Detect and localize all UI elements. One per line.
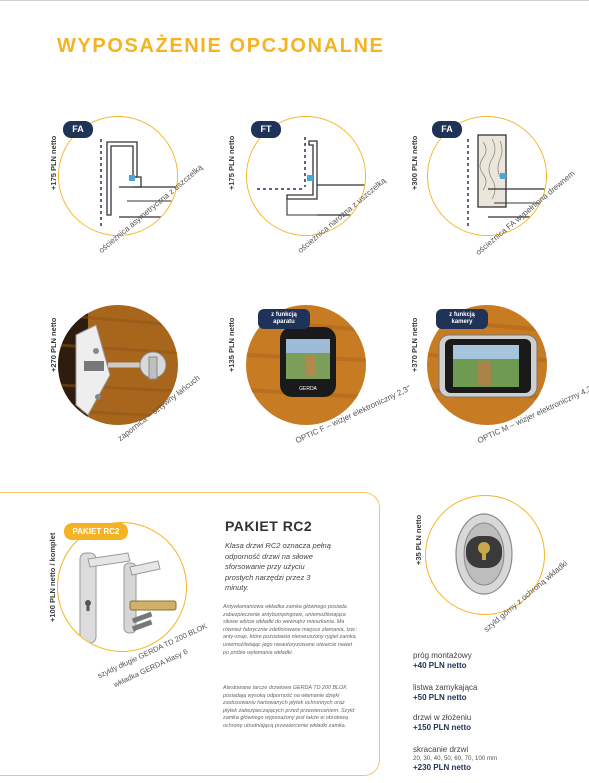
- feature-tag: z funkcją kamery: [436, 309, 488, 329]
- price-label: +175 PLN netto: [227, 135, 236, 190]
- price-label: +135 PLN netto: [227, 317, 236, 372]
- option-label: próg montażowy: [413, 651, 472, 660]
- brand-logo: GERDA: [299, 386, 317, 392]
- option-price: +40 PLN netto: [413, 661, 467, 670]
- door-chain-photo: [58, 305, 178, 425]
- rc2-badge: PAKIET RC2: [64, 523, 128, 540]
- lock-guard-photo: [425, 495, 545, 615]
- price-label: +35 PLN netto: [414, 514, 423, 565]
- option-closing-strip: listwa zamykająca +50 PLN netto: [413, 683, 477, 702]
- option-assembled-door: drzwi w złożeniu +150 PLN netto: [413, 713, 471, 732]
- rc2-intro: Klasa drzwi RC2 oznacza pełną odporność …: [225, 541, 331, 592]
- rc2-panel: [0, 492, 380, 776]
- price-label: +370 PLN netto: [410, 317, 419, 372]
- option-price: +230 PLN netto: [413, 763, 472, 772]
- option-threshold: próg montażowy +40 PLN netto: [413, 651, 472, 670]
- option-label: listwa zamykająca: [413, 683, 478, 692]
- price-label: +175 PLN netto: [49, 135, 58, 190]
- price-label: +270 PLN netto: [49, 317, 58, 372]
- rc2-paragraph-2: Atestowane tarcze drzwiowe GERDA TD 200 …: [223, 685, 355, 729]
- page-title: WYPOSAŻENIE OPCJONALNE: [57, 35, 385, 57]
- option-label: drzwi w złożeniu: [413, 713, 472, 722]
- option-door-shortening: skracanie drzwi 20, 30, 40, 50, 60, 70, …: [413, 745, 497, 772]
- rc2-title: PAKIET RC2: [225, 518, 313, 534]
- frame-type-badge: FA: [432, 121, 462, 138]
- option-sizes: 20, 30, 40, 50, 60, 70, 100 mm: [413, 755, 498, 762]
- option-price: +50 PLN netto: [413, 693, 467, 702]
- rc2-paragraph-1: Antywłamaniowa wkładka zamka głównego po…: [223, 604, 358, 656]
- rc2-price-label: +100 PLN netto / komplet: [48, 532, 57, 622]
- frame-type-badge: FA: [63, 121, 93, 138]
- price-label: +300 PLN netto: [410, 135, 419, 190]
- feature-tag: z funkcją aparatu: [258, 309, 310, 329]
- option-label: skracanie drzwi: [413, 745, 469, 754]
- frame-type-badge: FT: [251, 121, 281, 138]
- top-rule: [0, 0, 589, 1]
- option-price: +150 PLN netto: [413, 723, 472, 732]
- optic-f-photo: GERDA: [246, 305, 366, 425]
- rc2-hardware-photo: [57, 522, 187, 652]
